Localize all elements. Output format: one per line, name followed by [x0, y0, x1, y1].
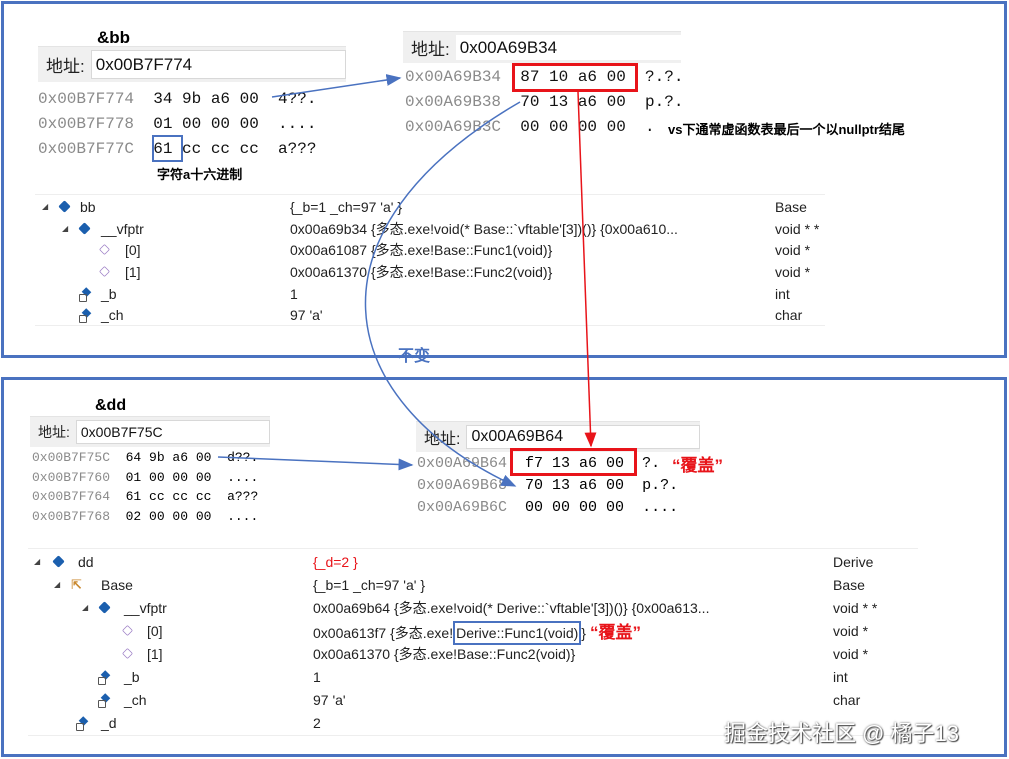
object-icon: [98, 601, 111, 614]
watch-row[interactable]: ◢ bb {_b=1 _ch=97 'a' } Base: [42, 198, 807, 215]
watch-row[interactable]: [1] 0x00a61370 {多态.exe!Base::Func2(void)…: [35, 261, 825, 282]
memory1-address-bar: 地址: 0x00B7F75C: [30, 416, 270, 447]
nullptr-note: vs下通常虚函数表最后一个以nullptr结尾: [668, 122, 905, 137]
address-label: 地址:: [38, 424, 70, 440]
bb-title: &bb: [97, 28, 131, 47]
watch-row[interactable]: [1] 0x00a61370 {多态.exe!Base::Func2(void)…: [28, 643, 918, 664]
memory-row: 0x00A69B3C 00 00 00 00 .: [405, 118, 655, 136]
pointer-icon: [99, 244, 110, 255]
memory-row: 0x00B7F768 02 00 00 00 ....: [32, 508, 259, 524]
char-a-highlight-box: [152, 135, 183, 162]
expand-icon[interactable]: ◢: [82, 603, 89, 612]
private-field-icon: [98, 694, 110, 708]
derive-func1-highlight: Derive::Func1(void): [453, 621, 582, 645]
memory-row: 0x00A69B6C 00 00 00 00 ....: [417, 499, 679, 516]
expand-icon[interactable]: ◢: [54, 580, 61, 589]
memory-row: 0x00B7F764 61 cc cc cc a???: [32, 489, 259, 505]
private-field-icon: [98, 671, 110, 685]
pointer-icon: [99, 266, 110, 277]
address-input[interactable]: 0x00A69B64: [466, 425, 700, 449]
pointer-icon: [122, 625, 133, 636]
base-class-icon: ⇱: [71, 576, 82, 592]
object-icon: [58, 200, 71, 213]
memory-row: 0x00A69B34 87 10 a6 00 ?.?.: [405, 68, 684, 86]
unchanged-label: 不变: [398, 348, 431, 365]
memory-row: 0x00B7F778 01 00 00 00 ....: [38, 115, 317, 133]
watch-row[interactable]: [0] 0x00a613f7 {多态.exe!Derive::Func1(voi…: [28, 620, 918, 645]
watch-row[interactable]: _ch 97 'a' char: [35, 304, 825, 325]
memory1-rows: 0x00B7F75C 64 9b a6 00 d??. 0x00B7F760 0…: [32, 448, 258, 526]
watermark: 掘金技术社区 @ 橘子13: [724, 721, 960, 746]
address-input[interactable]: 0x00A69B34: [455, 35, 681, 60]
memory2-address-bar: 地址: 0x00A69B34: [403, 31, 681, 63]
memory1-address-bar: 地址: 0x00B7F774: [38, 46, 346, 82]
address-input[interactable]: 0x00B7F75C: [75, 420, 270, 444]
dd-title: &dd: [95, 397, 127, 414]
memory-row: 0x00B7F774 34 9b a6 00 4??.: [38, 90, 317, 108]
private-field-icon: [79, 309, 91, 323]
watch-row[interactable]: _d 2: [28, 712, 918, 733]
expand-icon[interactable]: ◢: [62, 224, 69, 233]
pointer-icon: [122, 648, 133, 659]
overridden-entry-highlight-box: [510, 448, 637, 476]
watch-row[interactable]: _b 1 int: [35, 283, 825, 304]
override-note-watch: “覆盖”: [589, 623, 641, 642]
watch-row[interactable]: ◢ __vfptr 0x00a69b34 {多态.exe!void(* Base…: [62, 220, 820, 237]
private-field-icon: [76, 717, 88, 731]
object-icon: [78, 222, 91, 235]
address-input[interactable]: 0x00B7F774: [90, 50, 346, 79]
vfptr-entry-highlight-box: [512, 63, 638, 92]
memory-row: 0x00B7F77C 61 cc cc cc a???: [38, 140, 317, 158]
watch-table-dd: ◢ dd {_d=2 } Derive ◢ ⇱ Base {_b=1 _ch=9…: [28, 548, 918, 736]
address-label: 地址:: [424, 431, 461, 448]
object-icon: [52, 555, 65, 568]
memory-row: 0x00B7F760 01 00 00 00 ....: [32, 469, 259, 485]
memory1-rows: 0x00B7F774 34 9b a6 00 4??. 0x00B7F778 0…: [38, 87, 316, 162]
watch-row[interactable]: ◢ dd {_d=2 } Derive: [34, 553, 874, 570]
expand-icon[interactable]: ◢: [34, 557, 41, 566]
watch-row[interactable]: [0] 0x00a61087 {多态.exe!Base::Func1(void)…: [35, 239, 825, 260]
char-a-hex-note: 字符a十六进制: [157, 167, 243, 182]
address-label: 地址:: [46, 57, 85, 76]
memory-row: 0x00A69B38 70 13 a6 00 p.?.: [405, 93, 684, 111]
memory-row: 0x00B7F75C 64 9b a6 00 d??.: [32, 450, 259, 465]
expand-icon[interactable]: ◢: [42, 202, 49, 211]
memory-row: 0x00A69B68 70 13 a6 00 p.?.: [417, 477, 679, 494]
watch-row[interactable]: ◢ ⇱ Base {_b=1 _ch=97 'a' } Base: [54, 576, 865, 593]
watch-row[interactable]: _ch 97 'a' char: [28, 689, 918, 710]
watch-row[interactable]: _b 1 int: [28, 666, 918, 687]
override-note: “覆盖”: [672, 456, 723, 475]
watch-table-bb: ◢ bb {_b=1 _ch=97 'a' } Base ◢ __vfptr 0…: [35, 194, 825, 326]
watch-row[interactable]: ◢ __vfptr 0x00a69b64 {多态.exe!void(* Deri…: [82, 599, 878, 616]
address-label: 地址:: [411, 40, 450, 59]
private-field-icon: [79, 288, 91, 302]
